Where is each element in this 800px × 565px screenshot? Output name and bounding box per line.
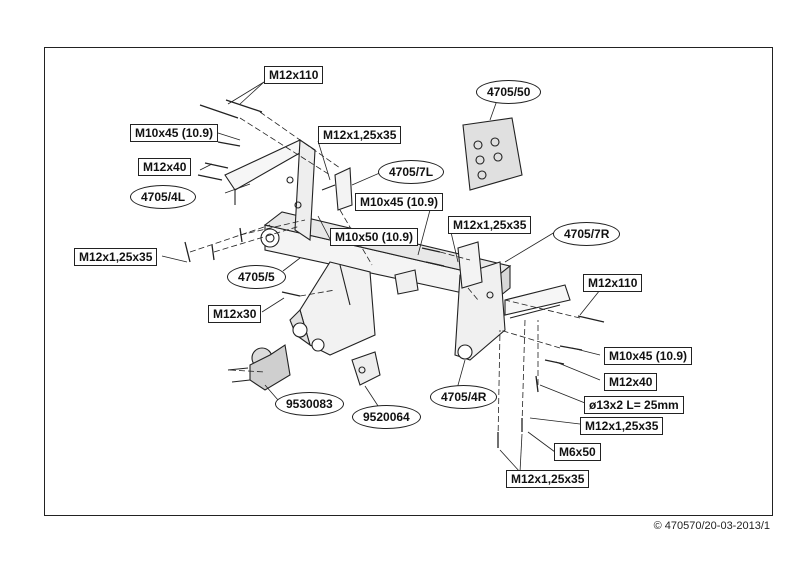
label-m12x125x35-bottom: M12x1,25x35 — [506, 470, 590, 488]
part-9530083: 9530083 — [275, 392, 344, 416]
label-m10x45-center: M10x45 (10.9) — [355, 193, 444, 211]
label-m12x30: M12x30 — [208, 305, 262, 323]
part-4705-4l: 4705/4L — [130, 185, 197, 209]
part-4705-5: 4705/5 — [227, 265, 286, 289]
label-m10x45-left: M10x45 (10.9) — [130, 124, 219, 142]
part-4705-7l: 4705/7L — [378, 160, 445, 184]
tow-ball-9530083 — [227, 344, 291, 391]
socket-plate-4705-50 — [462, 117, 523, 191]
part-4705-4r: 4705/4R — [430, 385, 498, 409]
leader-lines — [161, 81, 601, 473]
label-m12x125x35-left: M12x1,25x35 — [74, 248, 158, 266]
left-bracket-4705-4l — [224, 139, 316, 241]
label-m12x40-right: M12x40 — [604, 373, 658, 391]
part-4705-50: 4705/50 — [476, 80, 542, 104]
label-m10x50-center: M10x50 (10.9) — [330, 228, 419, 246]
part-4705-7r: 4705/7R — [553, 222, 621, 246]
label-m12x40-left: M12x40 — [138, 158, 192, 176]
label-m6x50: M6x50 — [554, 443, 601, 461]
label-m12x125x35-topcenter: M12x1,25x35 — [318, 126, 402, 144]
copyright-footer: © 470570/20-03-2013/1 — [653, 520, 770, 532]
label-m12x110-right: M12x110 — [583, 274, 643, 292]
diagram-frame — [44, 47, 773, 516]
label-m10x45-right: M10x45 (10.9) — [604, 347, 693, 365]
bracket-4705-7r — [457, 241, 483, 289]
label-pin-13x2: ø13x2 L= 25mm — [584, 396, 684, 414]
label-m12x125x35-center: M12x1,25x35 — [448, 216, 532, 234]
bracket-4705-7l — [321, 167, 353, 211]
label-m12x125x35-right: M12x1,25x35 — [580, 417, 664, 435]
socket-bracket-9520064 — [351, 351, 381, 386]
center-drop-plate — [289, 261, 376, 356]
label-m12x110-top: M12x110 — [264, 66, 324, 84]
alignment-lines — [189, 111, 581, 441]
part-9520064: 9520064 — [352, 405, 421, 429]
